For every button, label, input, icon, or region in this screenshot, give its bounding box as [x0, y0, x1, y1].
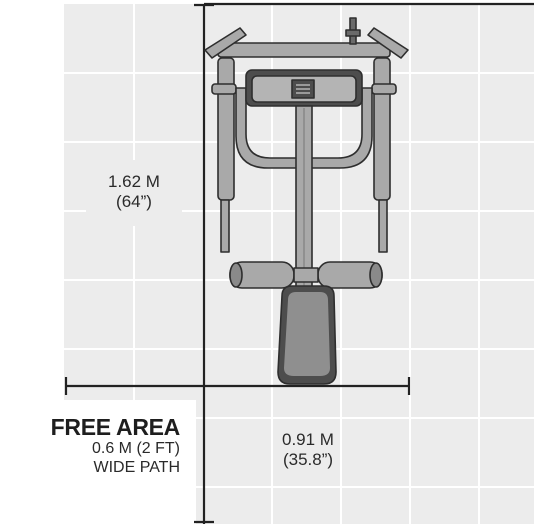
free-area-line2: WIDE PATH: [93, 458, 180, 476]
dimension-lines: [64, 2, 534, 524]
width-metric: 0.91 M: [282, 430, 334, 449]
length-metric: 1.62 M: [108, 172, 160, 191]
free-area-line1: 0.6 M (2 FT): [91, 440, 180, 458]
machine-top-view: [204, 17, 409, 385]
length-label: 1.62 M (64”): [88, 172, 180, 211]
width-imperial: (35.8”): [282, 449, 334, 469]
free-area-label: FREE AREA 0.6 M (2 FT) WIDE PATH: [10, 414, 181, 477]
width-label: 0.91 M (35.8”): [256, 430, 360, 469]
length-imperial: (64”): [116, 191, 152, 211]
free-area-title: FREE AREA: [50, 414, 181, 440]
